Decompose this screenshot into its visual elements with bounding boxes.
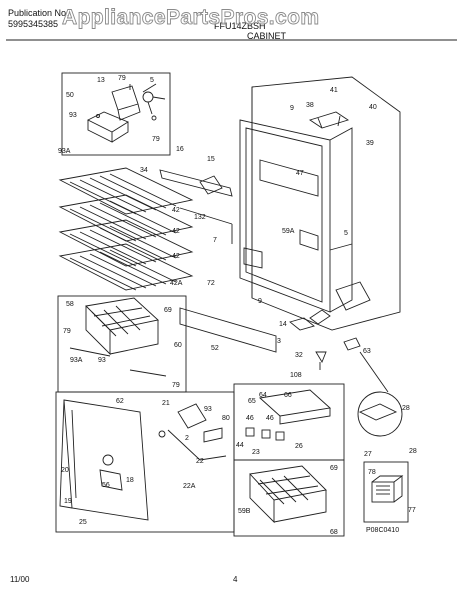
- callout-66: 66: [284, 392, 292, 399]
- callout-9-b: 9: [258, 298, 262, 305]
- door-panel-drawing: [59, 399, 227, 521]
- callout-69: 69: [164, 307, 172, 314]
- callout-20: 20: [61, 467, 69, 474]
- callout-40: 40: [369, 104, 377, 111]
- callout-5: 5: [150, 77, 154, 84]
- callout-93-b: 93: [98, 357, 106, 364]
- control-drawing: [245, 389, 332, 441]
- callout-108: 108: [290, 372, 302, 379]
- callout-15: 15: [207, 156, 215, 163]
- callout-47: 47: [296, 170, 304, 177]
- callout-39: 39: [366, 140, 374, 147]
- callout-80: 80: [222, 415, 230, 422]
- callout-42-a: 42: [172, 207, 180, 214]
- callout-79-b: 79: [152, 136, 160, 143]
- callout-68: 68: [330, 529, 338, 536]
- callout-32: 32: [295, 352, 303, 359]
- callout-3: 3: [277, 338, 281, 345]
- callout-56: 56: [102, 482, 110, 489]
- callout-69-b: 69: [330, 465, 338, 472]
- section-title: CABINET: [247, 31, 287, 41]
- callout-42-b: 42: [172, 228, 180, 235]
- callout-25: 25: [79, 519, 87, 526]
- callout-14: 14: [279, 321, 287, 328]
- callout-13: 13: [97, 77, 105, 84]
- drain-tube-drawing: [179, 207, 233, 244]
- callout-27: 27: [364, 451, 372, 458]
- callout-72: 72: [207, 280, 215, 287]
- callout-46: 46: [246, 415, 254, 422]
- callout-16: 16: [176, 146, 184, 153]
- callout-93-c: 93: [204, 406, 212, 413]
- basket-drawing: [69, 297, 167, 377]
- callout-63: 63: [363, 348, 371, 355]
- callout-79-c: 79: [63, 328, 71, 335]
- door-parts-box: [55, 391, 235, 533]
- callout-42A: 42A: [170, 280, 183, 287]
- wire-shelves-drawing: [58, 167, 194, 291]
- callout-93A: 93A: [58, 148, 71, 155]
- filter-drawing: [371, 475, 404, 503]
- callout-78: 78: [368, 469, 376, 476]
- callout-28-b: 28: [409, 448, 417, 455]
- publication-label: Publication No.: [8, 8, 69, 18]
- callout-22A: 22A: [183, 483, 196, 490]
- roller-drawing: [343, 337, 361, 351]
- leveling-leg-drawing: [315, 351, 327, 370]
- callout-38: 38: [306, 102, 314, 109]
- callout-5-b: 5: [344, 230, 348, 237]
- callout-22: 22: [196, 458, 204, 465]
- drawing-code: P08C0410: [366, 527, 399, 534]
- toe-grille-drawing: [179, 307, 277, 353]
- callout-34: 34: [140, 167, 148, 174]
- cabinet-drawing: [239, 76, 401, 331]
- callout-44: 44: [236, 442, 244, 449]
- callout-93A-b: 93A: [70, 357, 83, 364]
- callout-9: 9: [290, 105, 294, 112]
- callout-52: 52: [211, 345, 219, 352]
- callout-58: 58: [66, 301, 74, 308]
- callout-79: 79: [118, 75, 126, 82]
- hinge-bracket-drawing: [289, 317, 315, 331]
- callout-64: 64: [259, 392, 267, 399]
- callout-59A: 59A: [282, 228, 295, 235]
- callout-2: 2: [185, 435, 189, 442]
- callout-19: 19: [64, 498, 72, 505]
- callout-41: 41: [330, 87, 338, 94]
- callout-28: 28: [402, 405, 410, 412]
- callout-7: 7: [213, 237, 217, 244]
- model-number: FFU14ZBSH: [214, 21, 266, 31]
- callout-42-c: 42: [172, 253, 180, 260]
- lower-basket-box: [233, 459, 345, 537]
- footer-page: 4: [233, 575, 238, 584]
- callout-59B: 59B: [238, 508, 251, 515]
- callout-77: 77: [408, 507, 416, 514]
- footer-date: 11/00: [10, 575, 30, 584]
- fan-assembly-drawing: [86, 83, 166, 143]
- hinge-detail-drawing: [358, 403, 398, 421]
- filter-box: [363, 461, 409, 523]
- publication-number: 5995345385: [8, 19, 59, 29]
- fan-box: [61, 72, 171, 156]
- detail-inset-circle: [357, 391, 403, 437]
- callout-46-b: 46: [266, 415, 274, 422]
- callout-26: 26: [295, 443, 303, 450]
- callout-18: 18: [126, 477, 134, 484]
- callout-65: 65: [248, 398, 256, 405]
- watermark-logo: AppliancePartsPros.com: [62, 6, 320, 30]
- light-socket-drawing: [199, 175, 223, 195]
- callout-21: 21: [162, 400, 170, 407]
- callout-132: 132: [194, 214, 206, 221]
- callout-23: 23: [252, 449, 260, 456]
- callout-62: 62: [116, 398, 124, 405]
- inset-leader: [359, 351, 389, 393]
- callout-50: 50: [66, 92, 74, 99]
- shelf-support-drawing: [159, 169, 233, 197]
- callout-60: 60: [174, 342, 182, 349]
- lower-basket-drawing: [249, 465, 327, 524]
- callout-93: 93: [69, 112, 77, 119]
- callout-79-d: 79: [172, 382, 180, 389]
